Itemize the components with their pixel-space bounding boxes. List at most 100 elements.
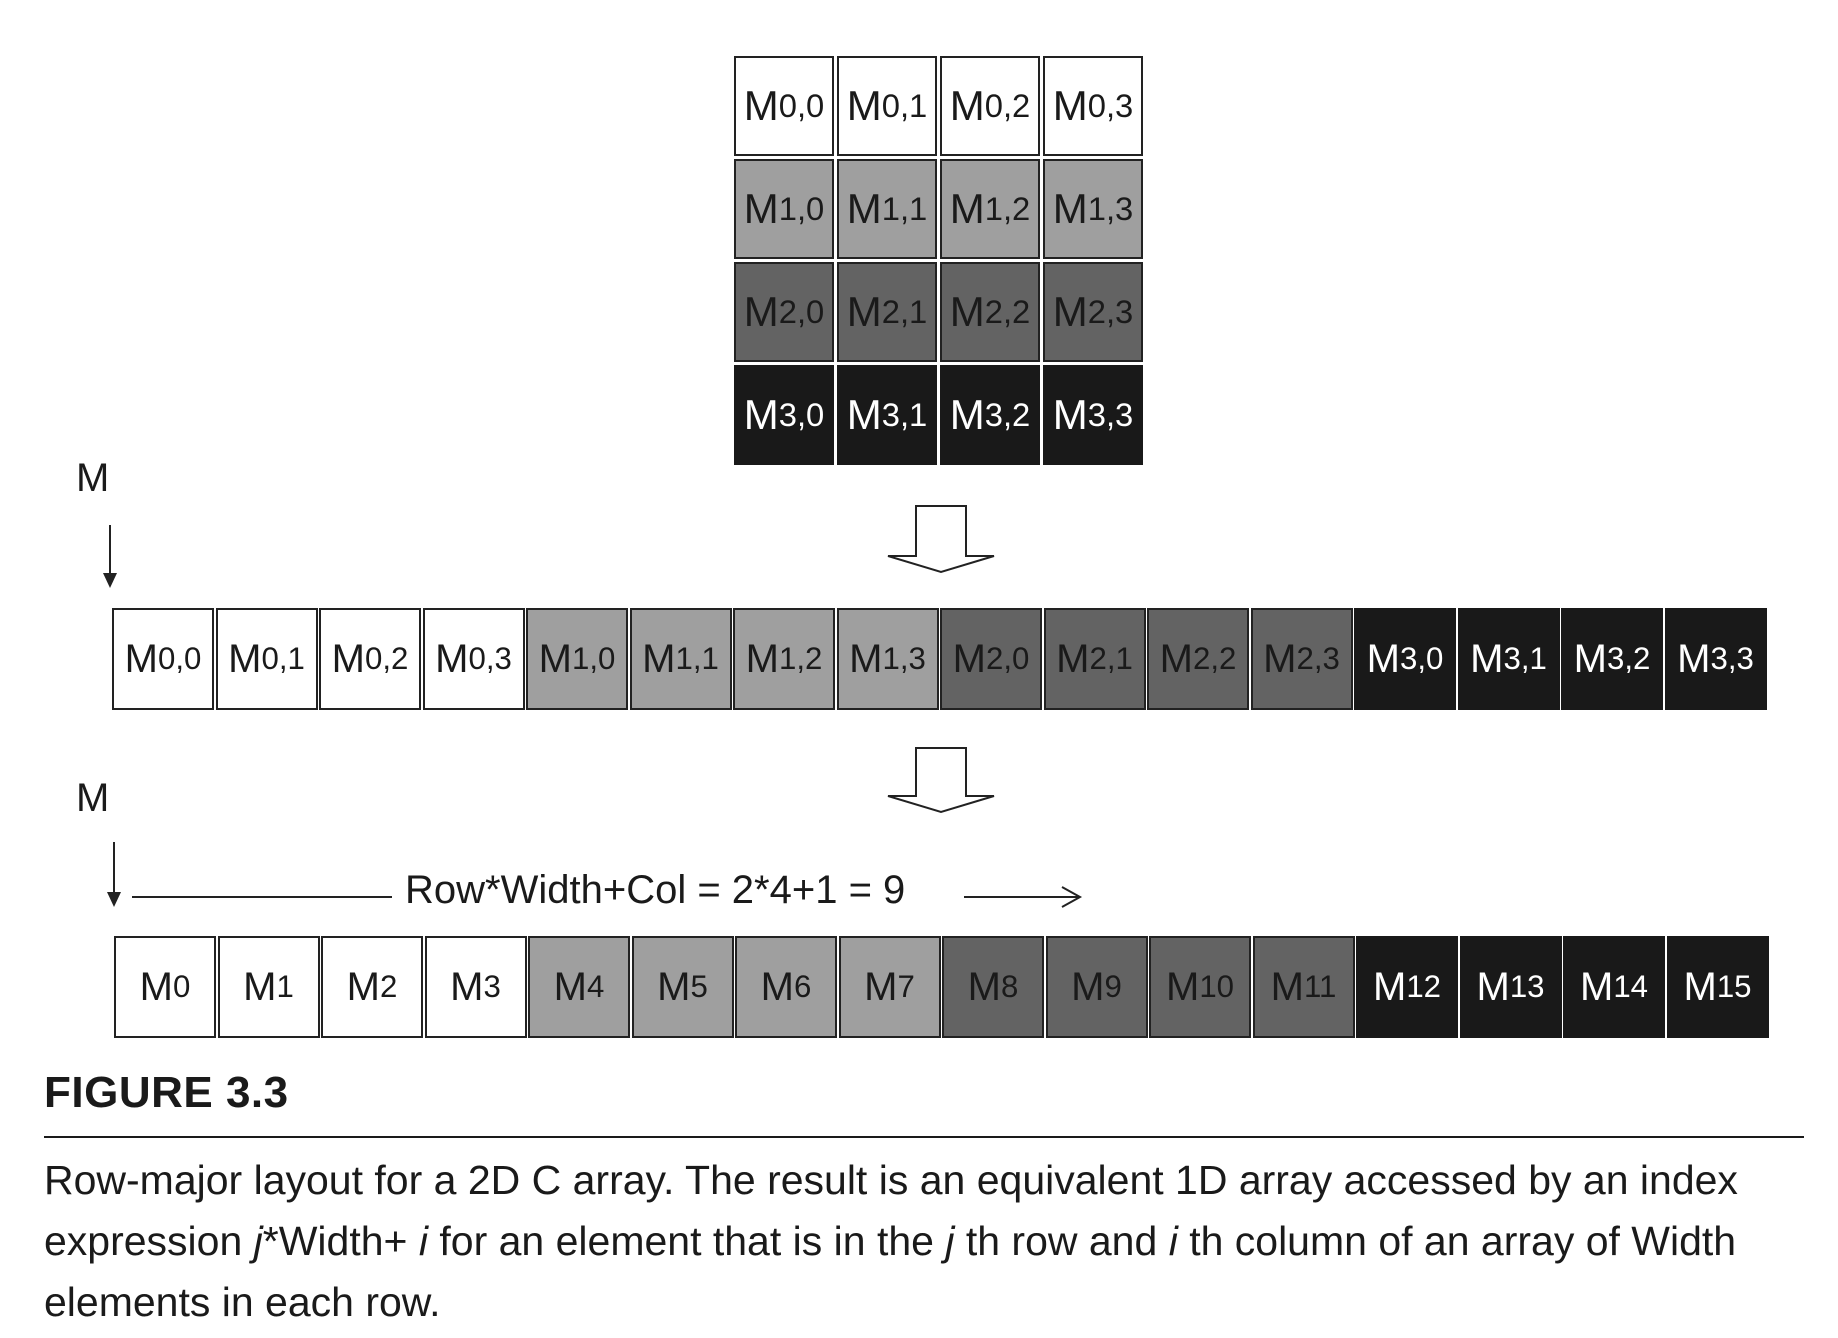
cell-base: M [967,964,1001,1009]
cell-base: M [553,964,587,1009]
cell-base: M [864,964,898,1009]
cell-base: M [1263,636,1297,681]
cell-base: M [538,636,572,681]
cell-base: M [1056,636,1090,681]
caption-text-2: *Width+ [262,1218,419,1264]
cell-base: M [949,391,985,438]
cell-base: M [846,288,882,335]
formula-span-arrowhead [1061,886,1083,908]
cell-base: M [346,964,380,1009]
cell-base: M [846,391,882,438]
cell-base: M [1052,185,1088,232]
cell-base: M [1071,964,1105,1009]
cell-base: M [1052,288,1088,335]
cell-base: M [642,636,676,681]
cell-base: M [450,964,484,1009]
cell-base: M [1476,964,1510,1009]
cell-base: M [1159,636,1193,681]
cell-base: M [949,82,985,129]
cell-base: M [743,288,779,335]
cell-base: M [1372,964,1407,1009]
caption-text-4: th row and [954,1218,1169,1264]
cell-base: M [1579,964,1614,1009]
cell-base: M [435,636,469,681]
caption-var-i2: i [1168,1218,1178,1264]
cell-base: M [743,391,779,438]
cell-base: M [228,636,262,681]
cell-base: M [760,964,794,1009]
cell-base: M [243,964,277,1009]
cell-base: M [949,288,985,335]
caption-divider [44,1136,1804,1138]
caption-var-i: i [418,1218,428,1264]
cell-base: M [1573,636,1607,681]
cell-base: M [952,636,986,681]
cell-base: M [743,82,779,129]
figure-caption: Row-major layout for a 2D C array. The r… [44,1150,1804,1333]
cell-base: M [139,964,173,1009]
cell-base: M [849,636,883,681]
cell-base: M [1683,964,1717,1009]
cell-base: M [657,964,691,1009]
cell-base: M [846,185,882,232]
cell-base: M [1052,391,1088,438]
caption-text-1: Row-major layout for a 2D C array. The r… [44,1157,1738,1264]
cell-base: M [1052,82,1088,129]
caption-text-3: for an element that is in the [427,1218,946,1264]
cell-base: M [743,185,779,232]
cell-base: M [949,185,985,232]
caption-var-j2: j [945,1218,955,1264]
caption-var-j: j [253,1218,263,1264]
cell-base: M [331,636,365,681]
cell-base: M [1270,964,1304,1009]
figure-title: FIGURE 3.3 [44,1068,289,1117]
index-formula: Row*Width+Col = 2*4+1 = 9 [405,868,906,912]
cell-base: M [745,636,779,681]
pointer-arrow-2-head [107,892,121,907]
block-down-arrow-2 [887,747,995,814]
cell-base: M [1165,964,1200,1009]
cell-base: M [846,82,882,129]
pointer-arrow-1-head [103,573,117,588]
